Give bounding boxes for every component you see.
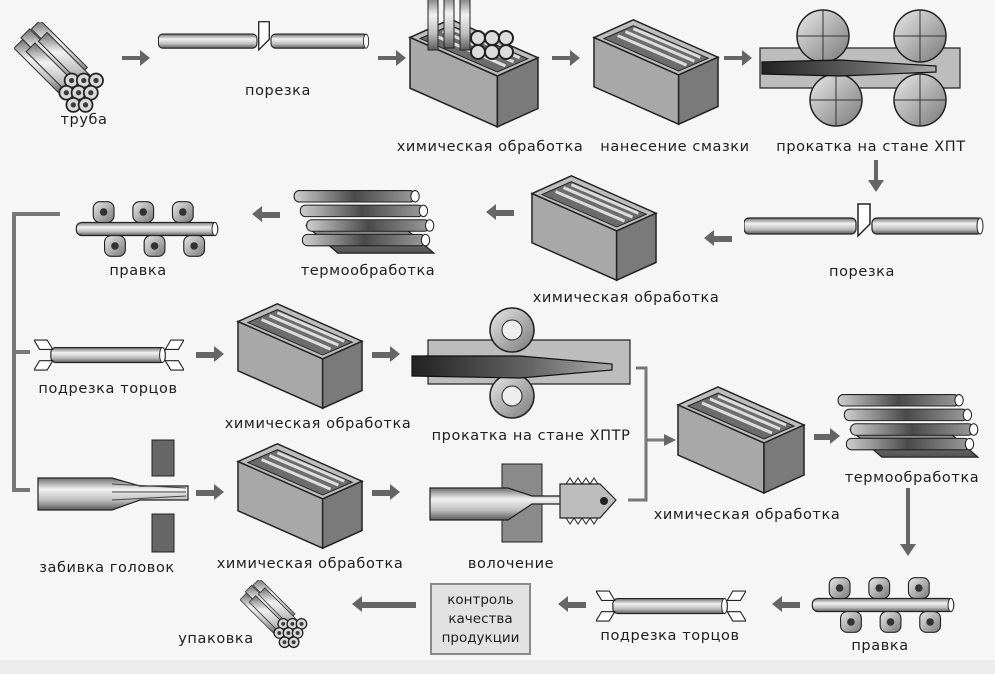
rolling-mill-hpt-icon — [759, 9, 961, 127]
step-label-chemical-treatment: химическая обработка — [396, 139, 584, 155]
heat-treatment-icon — [293, 189, 435, 254]
step-label-chemical-treatment: химическая обработка — [653, 507, 841, 523]
step-label-cutting: порезка — [244, 83, 312, 99]
step-label-heading: забивка головок — [39, 560, 175, 576]
chemical-bath-icon — [530, 174, 658, 282]
chemical-bath-icon — [236, 302, 364, 410]
chemical-bath-icon — [676, 385, 806, 495]
chemical-bath-icon — [236, 442, 364, 550]
end-trimming-icon — [34, 339, 184, 371]
quality-control-line-3: продукции — [441, 629, 520, 646]
cutting-icon — [744, 203, 984, 237]
drawing-die-icon — [429, 463, 617, 543]
step-label-lubrication: нанесение смазки — [600, 139, 750, 155]
end-trimming-icon — [596, 590, 746, 622]
step-label-heat-treatment: термообработка — [300, 263, 436, 279]
rolling-mill-hptr-icon — [411, 307, 631, 419]
step-label-end-trimming: подрезка торцов — [38, 381, 178, 397]
cutting-icon — [158, 21, 370, 51]
step-label-straightening: правка — [851, 638, 909, 654]
bottom-strip — [0, 660, 995, 674]
tube-bundle-icon — [14, 22, 104, 113]
step-label-end-trimming: подрезка торцов — [600, 628, 740, 644]
step-label-rolling-hptr: прокатка на стане ХПТР — [431, 428, 631, 444]
step-label-chemical-treatment: химическая обработка — [224, 416, 412, 432]
quality-control-box: контроль качества продукции — [430, 583, 531, 655]
step-label-straightening: правка — [109, 263, 167, 279]
step-label-packing: упаковка — [178, 631, 254, 647]
step-label-heat-treatment: термообработка — [844, 470, 980, 486]
quality-control-line-2: качества — [448, 610, 513, 627]
straightening-rollers-icon — [811, 577, 955, 633]
quality-control-line-1: контроль — [447, 591, 514, 608]
chemical-bath-with-tubes-icon — [408, 0, 540, 129]
step-label-chemical-treatment: химическая обработка — [532, 290, 720, 306]
lubrication-bath-icon — [592, 18, 720, 126]
straightening-rollers-icon — [75, 201, 219, 257]
flow-arrows — [122, 50, 884, 192]
step-label-cutting: порезка — [828, 264, 896, 280]
heat-treatment-icon — [837, 393, 979, 458]
heading-press-icon — [37, 439, 189, 553]
step-label-tube: труба — [60, 112, 108, 128]
step-label-chemical-treatment: химическая обработка — [216, 556, 404, 572]
step-label-rolling-hpt: прокатка на стане ХПТ — [776, 139, 966, 155]
step-label-drawing: волочение — [467, 556, 555, 572]
